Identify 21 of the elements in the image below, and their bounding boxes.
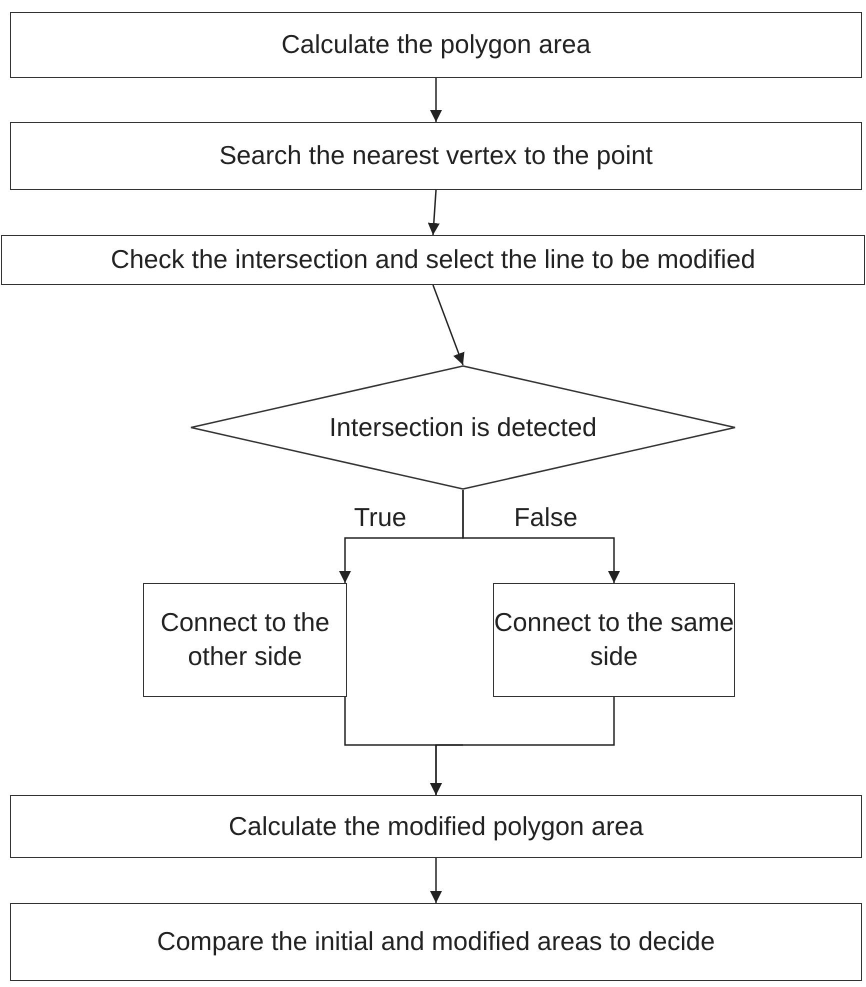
arrow: [428, 190, 440, 236]
step-text: Search the nearest vertex to the point: [219, 139, 653, 172]
process-box: [1, 235, 865, 285]
arrow: [430, 858, 442, 903]
process-box: [10, 903, 862, 981]
process-box: [10, 122, 862, 190]
step-text: Connect to the other side: [159, 606, 331, 673]
arrow: [432, 284, 464, 366]
process-box: [143, 583, 347, 697]
step-text: Connect to the same side: [494, 606, 734, 673]
process-box: [10, 795, 862, 858]
arrow: [430, 697, 615, 795]
process-box: [493, 583, 735, 697]
process-box: [10, 12, 862, 78]
step-text: Check the intersection and select the line to be modified: [110, 243, 756, 276]
arrow: [462, 490, 620, 583]
step-text: Compare the initial and modified areas to decide: [157, 925, 715, 958]
step-text: Intersection is detected: [329, 410, 597, 444]
arrow: [430, 78, 442, 122]
step-text: Calculate the polygon area: [281, 28, 591, 62]
step-text: Calculate the modified polygon area: [228, 810, 644, 843]
